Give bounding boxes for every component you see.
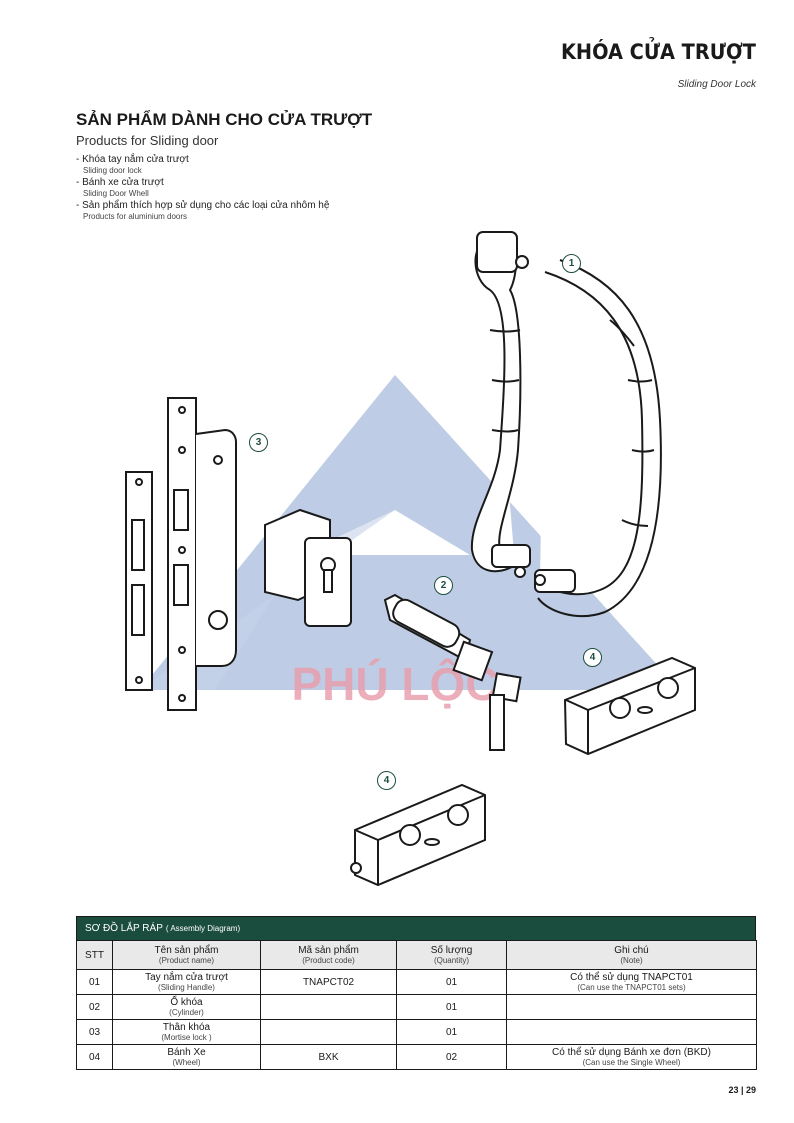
cell-note: Có thể sử dụng TNAPCT01(Can use the TNAP… <box>506 969 757 995</box>
callout-1: 1 <box>562 254 581 273</box>
callout-2: 2 <box>434 576 453 595</box>
cell-qty: 01 <box>396 969 507 995</box>
table-row: 03 Thân khóa(Mortise lock ) 01 <box>76 1019 757 1045</box>
table-row: 04 Bánh Xe(Wheel) BXK 02 Có thể sử dụng … <box>76 1044 757 1070</box>
mortise-lock-drawing <box>125 397 237 711</box>
cell-stt: 01 <box>76 969 113 995</box>
assembly-drawing: PHÚ LỘC <box>125 231 696 887</box>
feature-item: - Sản phẩm thích hợp sử dụng cho các loạ… <box>76 200 329 222</box>
callout-3: 3 <box>249 433 268 452</box>
section-title: SẢN PHẨM DÀNH CHO CỬA TRƯỢT <box>76 110 373 129</box>
table-title: SƠ ĐỒ LẮP RÁP <box>85 923 163 934</box>
feature-item: - Khóa tay nắm cửa trượt Sliding door lo… <box>76 154 329 176</box>
cell-code: TNAPCT02 <box>260 969 397 995</box>
cell-qty: 01 <box>396 994 507 1020</box>
column-header: Mã sản phẩm(Product code) <box>260 940 397 970</box>
column-header: Số lượng(Quantity) <box>396 940 507 970</box>
callout-4-bottom: 4 <box>377 771 396 790</box>
page-number: 23 | 29 <box>728 1085 756 1095</box>
feature-vi: - Khóa tay nắm cửa trượt <box>76 154 189 165</box>
cell-code <box>260 1019 397 1045</box>
page-title: KHÓA CỬA TRƯỢT <box>561 40 756 64</box>
section-subtitle: Products for Sliding door <box>76 133 219 148</box>
cell-note <box>506 1019 757 1045</box>
cell-stt: 02 <box>76 994 113 1020</box>
feature-vi: - Bánh xe cửa trượt <box>76 177 164 188</box>
assembly-illustration: PHÚ LỘC <box>0 220 794 910</box>
cell-code: BXK <box>260 1044 397 1070</box>
cell-stt: 04 <box>76 1044 113 1070</box>
feature-en: Sliding Door Whell <box>83 189 149 198</box>
wheel-bottom-drawing <box>350 783 486 887</box>
cylinder-drawing <box>383 593 522 751</box>
wheel-right-drawing <box>563 656 696 756</box>
assembly-table: SƠ ĐỒ LẮP RÁP ( Assembly Diagram) STT Tê… <box>76 916 757 1070</box>
cell-stt: 03 <box>76 1019 113 1045</box>
cell-name: Ổ khóa(Cylinder) <box>112 994 261 1020</box>
feature-en: Products for aluminium doors <box>83 212 188 221</box>
cell-qty: 02 <box>396 1044 507 1070</box>
table-header-row: STT Tên sản phẩm(Product name) Mã sản ph… <box>76 940 757 970</box>
callout-4-right: 4 <box>583 648 602 667</box>
feature-list: - Khóa tay nắm cửa trượt Sliding door lo… <box>76 154 329 223</box>
cell-code <box>260 994 397 1020</box>
feature-vi: - Sản phẩm thích hợp sử dụng cho các loạ… <box>76 200 330 211</box>
column-header: Tên sản phẩm(Product name) <box>112 940 261 970</box>
table-row: 01 Tay nắm cửa trượt(Sliding Handle) TNA… <box>76 969 757 995</box>
table-title-bar: SƠ ĐỒ LẮP RÁP ( Assembly Diagram) <box>76 916 756 940</box>
column-header: STT <box>76 940 113 970</box>
column-header: Ghi chú(Note) <box>506 940 757 970</box>
escutcheon-drawing <box>264 508 352 627</box>
sliding-handle-drawing <box>470 231 662 617</box>
table-row: 02 Ổ khóa(Cylinder) 01 <box>76 994 757 1020</box>
page-subtitle: Sliding Door Lock <box>677 79 756 90</box>
cell-qty: 01 <box>396 1019 507 1045</box>
cell-note <box>506 994 757 1020</box>
cell-name: Thân khóa(Mortise lock ) <box>112 1019 261 1045</box>
cell-name: Bánh Xe(Wheel) <box>112 1044 261 1070</box>
table-title-sub: ( Assembly Diagram) <box>165 924 241 933</box>
feature-en: Sliding door lock <box>83 166 142 175</box>
assembly-table-grid: STT Tên sản phẩm(Product name) Mã sản ph… <box>76 940 757 1070</box>
cell-name: Tay nắm cửa trượt(Sliding Handle) <box>112 969 261 995</box>
feature-item: - Bánh xe cửa trượt Sliding Door Whell <box>76 177 329 199</box>
cell-note: Có thể sử dụng Bánh xe đơn (BKD)(Can use… <box>506 1044 757 1070</box>
